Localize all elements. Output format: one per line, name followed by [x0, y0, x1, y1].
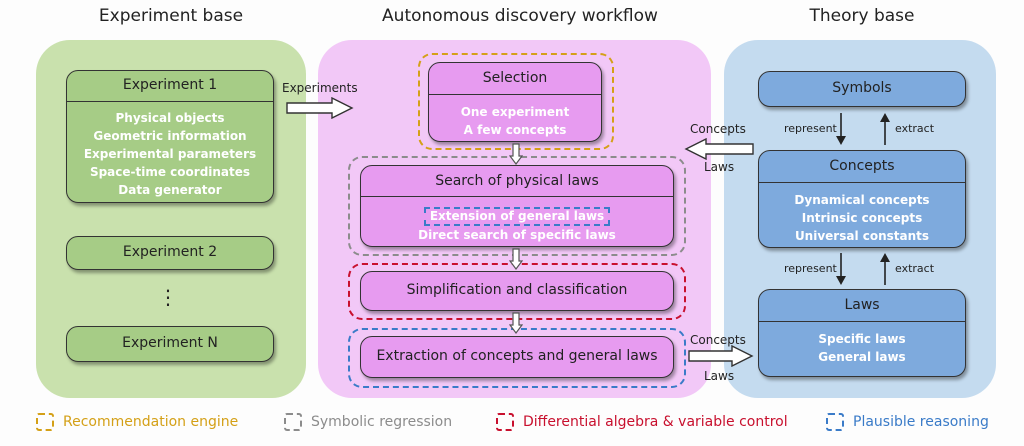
- search-laws-title: Search of physical laws: [435, 173, 599, 189]
- concepts-item: Dynamical concepts: [794, 193, 930, 207]
- laws-out-label: Laws: [704, 369, 735, 383]
- extension-general-laws: Extension of general laws: [423, 207, 611, 226]
- search-laws-divider: [361, 196, 673, 197]
- legend-differential-swatch: [496, 413, 514, 431]
- search-laws-items: Extension of general laws Direct search …: [361, 207, 673, 244]
- experiment-ellipsis: ⋮: [158, 285, 178, 309]
- concepts-item: Universal constants: [794, 229, 930, 243]
- experiment-2-box: Experiment 2: [66, 236, 274, 270]
- represent-label: represent: [784, 262, 837, 275]
- workflow-to-theory-arrow: [688, 345, 754, 367]
- experiment-1-item: Experimental parameters: [83, 147, 257, 161]
- experiment-1-items: Physical objects Geometric information E…: [67, 109, 273, 199]
- experiment-1-item: Space-time coordinates: [89, 165, 251, 179]
- laws-in-label: Laws: [704, 160, 735, 174]
- search-laws-item: Extension of general laws: [361, 207, 673, 226]
- concepts-items: Dynamical concepts Intrinsic concepts Un…: [759, 191, 965, 245]
- experiment-1-item: Data generator: [118, 183, 222, 197]
- experiments-arrow: [286, 97, 354, 119]
- experiment-1-item: Physical objects: [115, 111, 225, 125]
- legend-recommendation-label: Recommendation engine: [63, 414, 239, 430]
- concepts-out-label: Concepts: [690, 333, 746, 347]
- concepts-box: Concepts Dynamical concepts Intrinsic co…: [758, 150, 966, 248]
- legend-plausible: Plausible reasoning: [826, 411, 989, 433]
- legend-symbolic-label: Symbolic regression: [311, 414, 453, 430]
- search-laws-item: Direct search of specific laws: [418, 228, 616, 242]
- concepts-in-label: Concepts: [690, 122, 746, 136]
- selection-title: Selection: [482, 70, 548, 86]
- experiment-2-title: Experiment 2: [122, 244, 218, 260]
- experiment-1-divider: [67, 101, 273, 102]
- down-arrow-icon: [509, 143, 523, 165]
- extraction-title: Extraction of concepts and general laws: [376, 348, 658, 364]
- experiments-label: Experiments: [282, 81, 358, 95]
- laws-divider: [759, 321, 965, 322]
- down-arrow-icon: [509, 312, 523, 334]
- extract-label: extract: [895, 262, 935, 275]
- represent-arrow-icon: [836, 113, 846, 145]
- represent-arrow-icon: [836, 253, 846, 285]
- legend-plausible-label: Plausible reasoning: [853, 414, 989, 430]
- selection-item: One experiment: [460, 105, 570, 119]
- experiment-base-title: Experiment base: [98, 6, 244, 26]
- selection-item: A few concepts: [463, 123, 567, 137]
- simplification-title: Simplification and classification: [406, 282, 628, 298]
- extract-arrow-icon: [880, 253, 890, 285]
- legend-symbolic-swatch: [284, 413, 302, 431]
- extraction-box: Extraction of concepts and general laws: [360, 336, 674, 378]
- legend-differential: Differential algebra & variable control: [496, 411, 788, 433]
- symbols-box: Symbols: [758, 71, 966, 107]
- laws-item: Specific laws: [818, 332, 906, 346]
- laws-item: General laws: [818, 350, 906, 364]
- laws-items: Specific laws General laws: [759, 330, 965, 366]
- concepts-item: Intrinsic concepts: [801, 211, 923, 225]
- laws-title: Laws: [844, 297, 880, 313]
- search-laws-box: Search of physical laws Extension of gen…: [360, 165, 674, 247]
- experiment-1-title: Experiment 1: [122, 77, 218, 93]
- legend-differential-label: Differential algebra & variable control: [523, 414, 788, 430]
- experiment-n-box: Experiment N: [66, 326, 274, 362]
- selection-divider: [429, 94, 601, 95]
- laws-box: Laws Specific laws General laws: [758, 289, 966, 377]
- selection-items: One experiment A few concepts: [429, 103, 601, 139]
- symbols-title: Symbols: [832, 80, 892, 96]
- extract-label: extract: [895, 122, 935, 135]
- represent-label: represent: [784, 122, 837, 135]
- selection-box: Selection One experiment A few concepts: [428, 62, 602, 142]
- experiment-1-item: Geometric information: [93, 129, 247, 143]
- experiment-n-title: Experiment N: [122, 335, 218, 351]
- legend-recommendation-swatch: [36, 413, 54, 431]
- simplification-box: Simplification and classification: [360, 271, 674, 311]
- legend-symbolic: Symbolic regression: [284, 411, 452, 433]
- concepts-divider: [759, 182, 965, 183]
- down-arrow-icon: [509, 248, 523, 270]
- workflow-title: Autonomous discovery workflow: [382, 6, 658, 26]
- experiment-1-box: Experiment 1 Physical objects Geometric …: [66, 70, 274, 203]
- legend-recommendation: Recommendation engine: [36, 411, 238, 433]
- theory-base-title: Theory base: [809, 6, 915, 26]
- legend-plausible-swatch: [826, 413, 844, 431]
- concepts-title: Concepts: [829, 158, 895, 174]
- extract-arrow-icon: [880, 113, 890, 145]
- theory-to-workflow-arrow: [684, 138, 754, 160]
